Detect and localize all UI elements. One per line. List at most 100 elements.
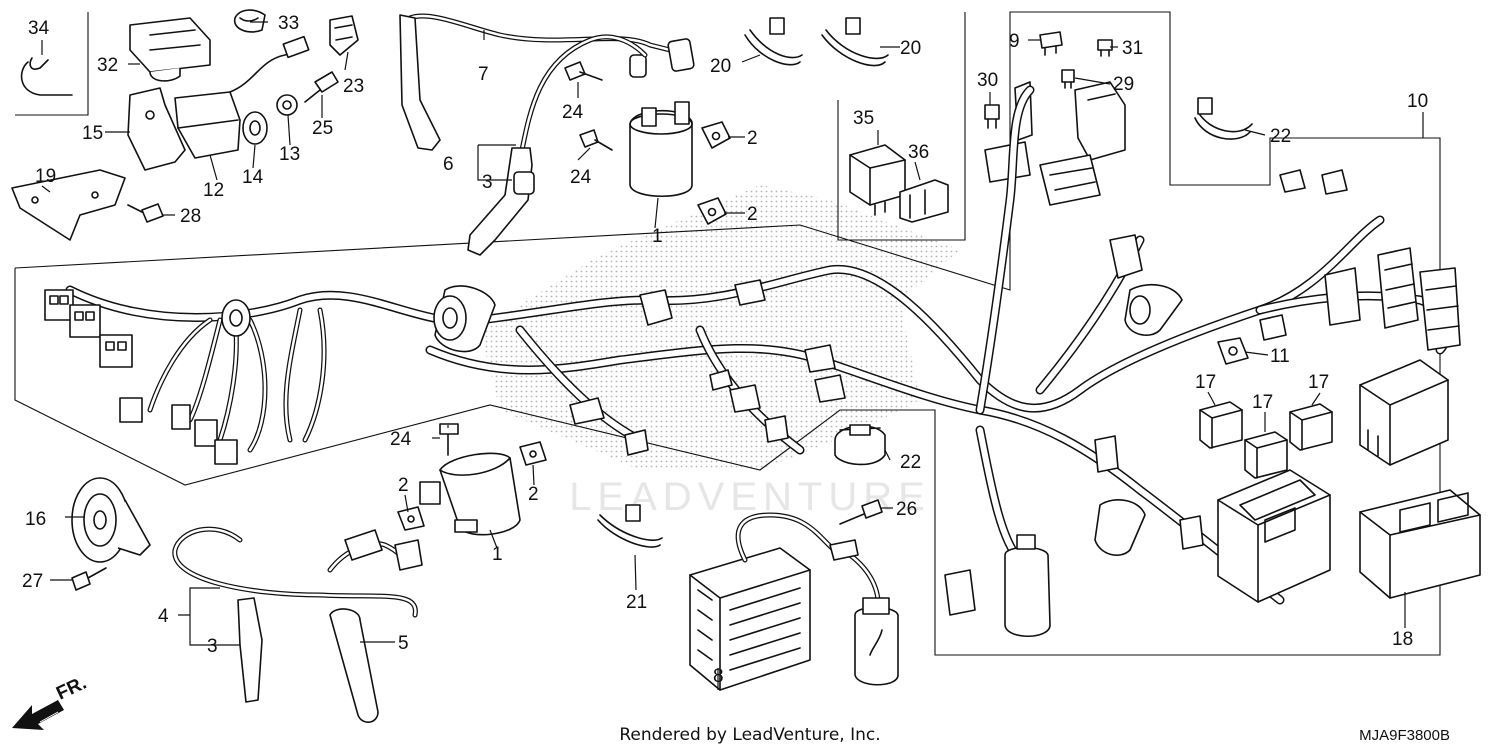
clamp-34 [20,57,73,96]
diagram-code: MJA9F3800B [1359,727,1450,744]
label-1-lower: 1 [492,544,503,565]
label-30: 30 [977,70,998,91]
tie-22-a [1194,97,1253,140]
unit-12 [174,35,310,159]
fuse-31 [1097,39,1113,57]
label-34: 34 [28,18,50,39]
label-17-b: 17 [1252,392,1273,413]
label-15: 15 [82,123,103,144]
label-14: 14 [242,167,264,188]
label-21: 21 [626,592,647,613]
label-23: 23 [343,76,364,97]
harness-mid-connectors [569,279,846,456]
harness-right-connectors [944,169,1461,637]
label-2-a: 2 [747,128,758,149]
label-19: 19 [35,166,56,187]
label-11: 11 [1270,346,1290,367]
label-22-b: 22 [900,452,921,473]
label-36: 36 [908,142,929,163]
ignition-coil-1-top [629,101,693,198]
tie-20-a [744,17,803,66]
label-25: 25 [312,118,333,139]
bolt-24-a [564,61,603,81]
fuse-9 [1039,31,1063,56]
leader-lines [41,21,1424,690]
harness-coil [433,285,496,353]
label-29: 29 [1113,74,1134,95]
group-outline-34 [15,12,89,116]
bracket-19 [11,169,126,241]
label-17-a: 17 [1195,372,1216,393]
clip-33 [234,9,266,33]
clip-2-b [697,197,727,225]
direction-label: FR. [53,673,90,705]
connector-36 [899,179,949,223]
label-35: 35 [853,108,874,129]
grommet-14 [242,111,268,145]
label-28: 28 [180,206,201,227]
main-wire-harness [65,85,1451,605]
relay-35 [849,144,906,216]
ecu-18 [1359,489,1481,599]
label-2-b: 2 [747,204,758,225]
label-31: 31 [1122,38,1143,59]
module-box [1359,359,1449,466]
label-26: 26 [896,499,917,520]
regulator-8 [689,512,899,691]
relay-17-a [1199,401,1243,449]
label-4: 4 [158,606,169,627]
label-24-c: 24 [390,429,412,450]
plug-cable-7 [399,13,695,151]
cover-32 [129,17,211,82]
label-20-b: 20 [900,38,921,59]
front-direction-arrow: FR. [12,673,90,730]
label-5: 5 [398,633,409,654]
label-18: 18 [1392,629,1413,650]
plug-cable-5 [327,529,423,723]
bolt-24-b [579,129,613,151]
label-1-top: 1 [652,226,663,247]
label-24-a: 24 [562,102,584,123]
label-2-c: 2 [398,475,409,496]
bolt-25 [304,71,339,103]
clip-2-d [519,441,547,466]
shaded-harness-zone [480,185,960,470]
horn-16 [71,477,151,563]
label-13: 13 [279,144,300,165]
label-16: 16 [25,509,46,530]
label-8: 8 [713,666,724,687]
relay-17-c [1289,403,1333,451]
relay-17-b [1244,431,1288,479]
fuse-box-lower [1217,469,1331,603]
ignition-coil-1-lower [419,423,521,536]
label-3-lower: 3 [207,636,218,657]
tie-20-b [821,17,889,67]
label-12: 12 [203,180,224,201]
bolt-27 [71,567,107,591]
label-27: 27 [22,571,43,592]
label-2-d: 2 [528,484,539,505]
footer-credit: Rendered by LeadVenture, Inc. [619,725,880,745]
nut-13 [276,94,298,116]
clip-2-c [397,506,425,531]
group-outline-35-36 [837,12,966,241]
label-33: 33 [278,13,299,34]
connector-11 [1217,337,1249,365]
part-labels: 1 1 2 2 2 2 3 3 4 5 6 7 8 9 10 11 12 13 … [22,13,1428,687]
plug-cable-4 [172,526,418,703]
label-10: 10 [1407,91,1428,112]
clip-23 [329,15,359,56]
label-7: 7 [478,64,489,85]
label-24-b: 24 [570,167,592,188]
bolt-26 [839,499,883,525]
label-22-a: 22 [1270,126,1291,147]
harness-grommet [221,299,251,337]
harness-left-connectors [44,289,238,465]
label-6: 6 [443,154,454,175]
bolt-28 [127,203,164,223]
fuse-30 [984,104,1000,129]
label-20-a: 20 [710,56,731,77]
label-32: 32 [97,55,118,76]
label-9: 9 [1009,31,1020,52]
